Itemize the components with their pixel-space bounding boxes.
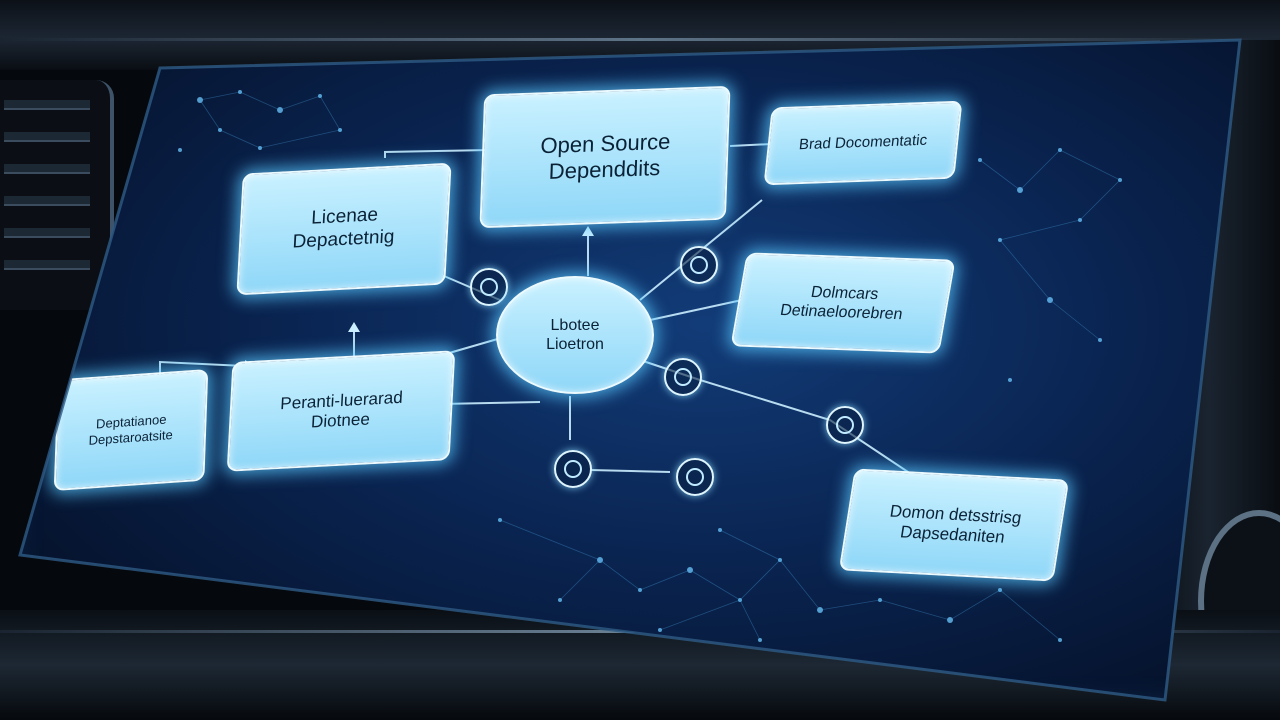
node-label: Lioetron — [546, 336, 604, 353]
vent-slat — [4, 132, 90, 142]
node-domon[interactable]: Domon detsstrisg Dapsedaniten — [838, 468, 1070, 582]
air-vent — [0, 80, 114, 310]
node-label: Diotnee — [310, 409, 371, 432]
node-label: Dapsedaniten — [898, 522, 1007, 547]
node-label: Detinaeloorebren — [778, 301, 904, 324]
vent-slat — [4, 100, 90, 110]
vent-slat — [4, 164, 90, 174]
link-node-icon[interactable] — [680, 246, 718, 284]
vent-slat — [4, 196, 90, 206]
node-label: Lbotee — [550, 316, 600, 334]
link-node-icon[interactable] — [470, 268, 508, 306]
node-permit[interactable]: Peranti-luerarad Diotnee — [226, 350, 456, 472]
node-bsd-documentation[interactable]: Brad Docomentatic — [763, 100, 963, 186]
node-label: Brad Docomentatic — [798, 131, 929, 154]
node-license-dependency[interactable]: Licenae Depactetnig — [236, 162, 452, 296]
vent-slat — [4, 260, 90, 270]
node-open-source-dependents[interactable]: Open Source Dependdits — [479, 85, 731, 229]
node-dolmcars[interactable]: Dolmcars Detinaeloorebren — [730, 252, 956, 354]
link-node-icon[interactable] — [554, 450, 592, 488]
node-label: Depactetnig — [291, 226, 395, 253]
link-node-icon[interactable] — [826, 406, 864, 444]
node-depatiane[interactable]: Deptatianoe Depstaroatsite — [53, 368, 209, 492]
node-label: Dependdits — [548, 155, 661, 184]
node-label: Dolmcars — [809, 283, 880, 303]
vent-slat — [4, 228, 90, 238]
link-node-icon[interactable] — [676, 458, 714, 496]
link-node-icon[interactable] — [664, 358, 702, 396]
node-center-license[interactable]: Lbotee Lioetron — [496, 276, 654, 394]
